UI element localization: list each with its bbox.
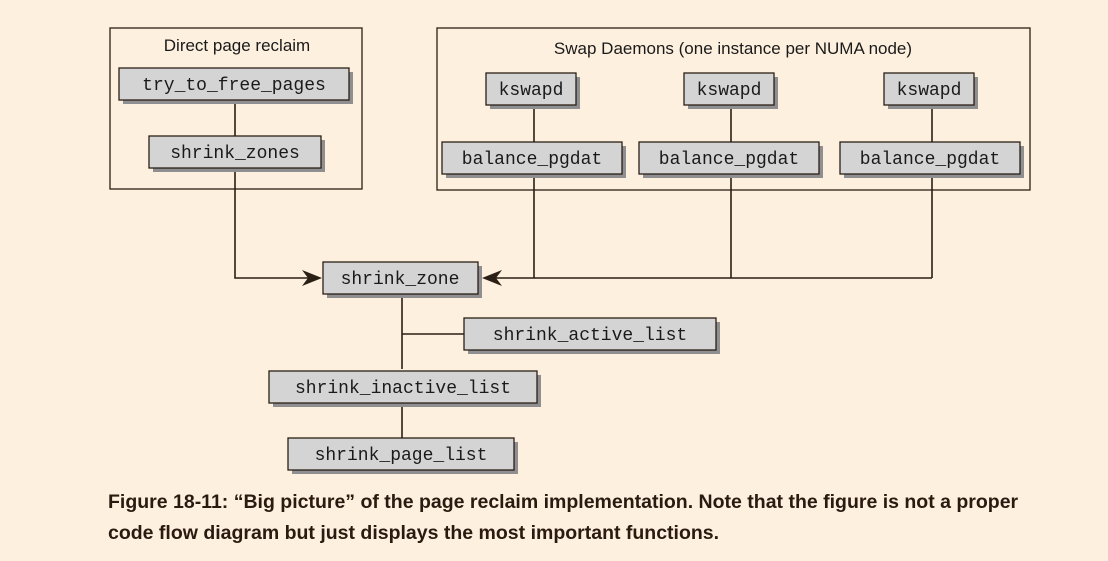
node-kswapd-3: kswapd [883,72,978,109]
shrink-active-list-label: shrink_active_list [493,326,687,346]
kswapd-1-label: kswapd [499,81,564,101]
node-kswapd-2: kswapd [683,72,778,109]
node-try-to-free-pages: try_to_free_pages [118,67,353,104]
figure-caption: Figure 18-11: “Big picture” of the page … [108,491,1019,544]
node-shrink-inactive-list: shrink_inactive_list [268,370,541,407]
arrowhead-right-in [482,270,502,286]
node-balance-pgdat-3: balance_pgdat [839,141,1024,178]
reclaim-diagram: Direct page reclaim Swap Daemons (one in… [109,27,1031,474]
arrowhead-left-in [302,270,322,286]
direct-page-reclaim-group [109,27,363,190]
shrink-page-list-label: shrink_page_list [315,446,488,466]
kswapd-3-label: kswapd [897,81,962,101]
swap-daemons-title: Swap Daemons (one instance per NUMA node… [554,39,912,58]
balance-pgdat-1-label: balance_pgdat [462,150,602,170]
balance-pgdat-2-label: balance_pgdat [659,150,799,170]
swap-daemons-group [436,27,1031,191]
edge-shrink-zones-shrink-zone [234,171,312,279]
shrink-zones-label: shrink_zones [170,144,300,164]
connectors [234,103,933,438]
node-balance-pgdat-2: balance_pgdat [638,141,823,178]
try-to-free-pages-label: try_to_free_pages [142,76,326,96]
shrink-zone-label: shrink_zone [341,270,460,290]
node-balance-pgdat-1: balance_pgdat [441,141,626,178]
node-shrink-page-list: shrink_page_list [287,437,518,474]
balance-pgdat-3-label: balance_pgdat [860,150,1000,170]
node-shrink-active-list: shrink_active_list [463,317,720,354]
direct-page-reclaim-title: Direct page reclaim [164,36,310,55]
shrink-inactive-list-label: shrink_inactive_list [295,379,511,399]
node-kswapd-1: kswapd [485,72,580,109]
node-shrink-zones: shrink_zones [148,135,325,172]
kswapd-2-label: kswapd [697,81,762,101]
node-shrink-zone: shrink_zone [322,261,482,298]
